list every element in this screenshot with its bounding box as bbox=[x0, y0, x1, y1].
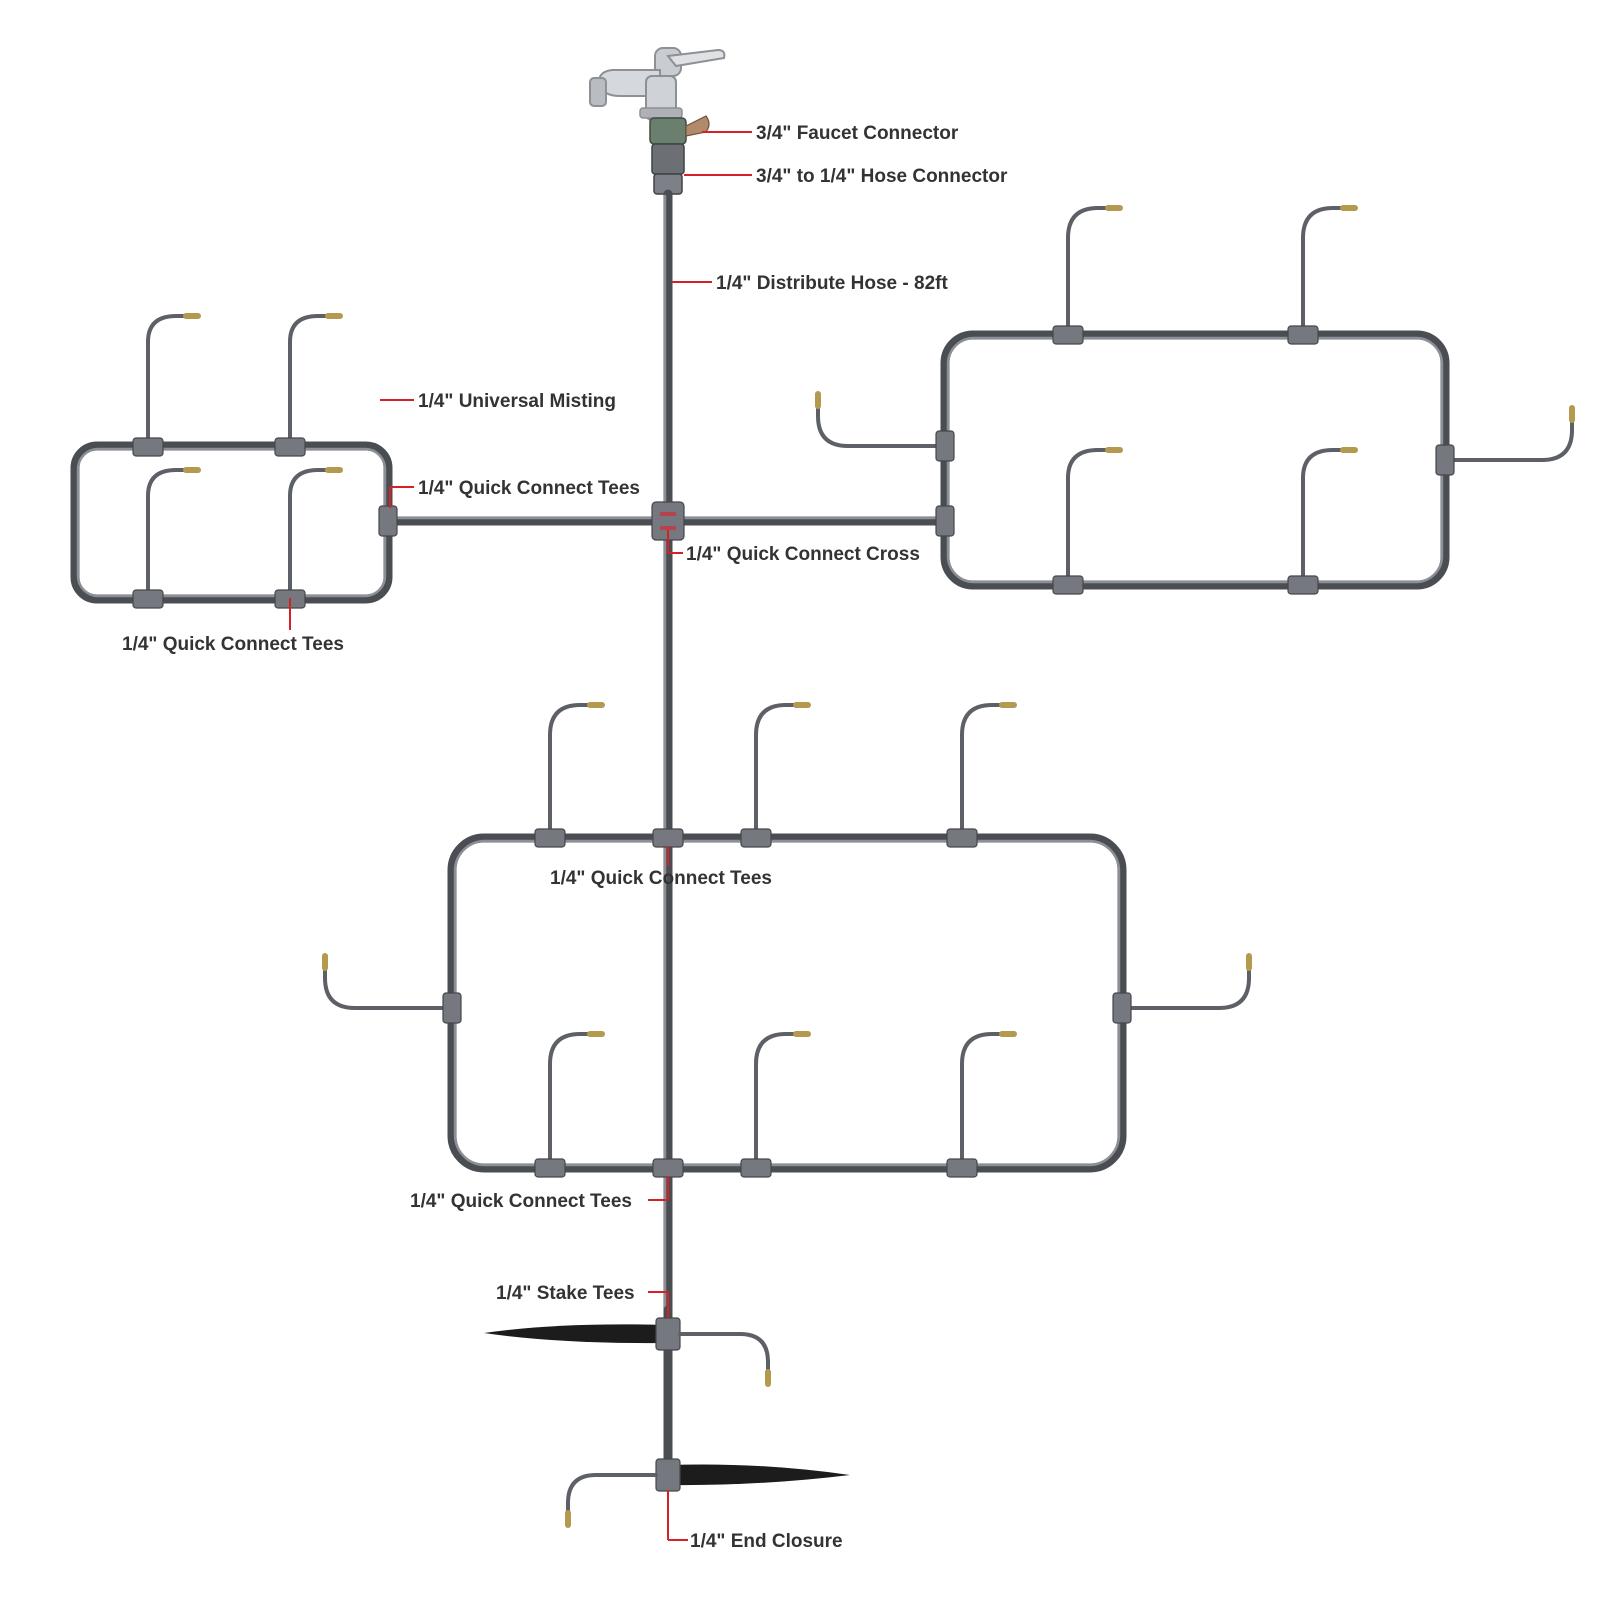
stake-icon bbox=[565, 1458, 850, 1528]
stake-tees-label: 1/4" Stake Tees bbox=[496, 1283, 635, 1304]
right-loop-tees bbox=[935, 325, 1455, 595]
bottom-loop-tees bbox=[442, 828, 1132, 1178]
tees-left-right-label: 1/4" Quick Connect Tees bbox=[418, 478, 640, 499]
faucet-connector-label: 3/4" Faucet Connector bbox=[756, 123, 959, 144]
distribute-hose-label: 1/4" Distribute Hose - 82ft bbox=[716, 273, 948, 294]
tees-left-bottom-label: 1/4" Quick Connect Tees bbox=[122, 634, 344, 655]
universal-misting-label: 1/4" Universal Misting bbox=[418, 391, 616, 412]
tees-center-label: 1/4" Quick Connect Tees bbox=[550, 868, 772, 889]
left-loop-misters bbox=[146, 313, 343, 601]
right-loop bbox=[940, 330, 1450, 590]
faucet-connector-fitting bbox=[649, 115, 710, 195]
bottom-loop-misters bbox=[322, 702, 1252, 1170]
left-loop-tees bbox=[132, 437, 398, 609]
right-loop-misters bbox=[815, 205, 1575, 587]
stake-icon bbox=[484, 1317, 771, 1387]
quick-connect-cross-label: 1/4" Quick Connect Cross bbox=[686, 544, 920, 565]
leader-lines bbox=[289, 131, 752, 1541]
end-closure-label: 1/4" End Closure bbox=[690, 1531, 843, 1552]
faucet-icon bbox=[589, 47, 726, 121]
tees-bottom-label: 1/4" Quick Connect Tees bbox=[410, 1191, 632, 1212]
hose-connector-label: 3/4" to 1/4" Hose Connector bbox=[756, 166, 1008, 187]
